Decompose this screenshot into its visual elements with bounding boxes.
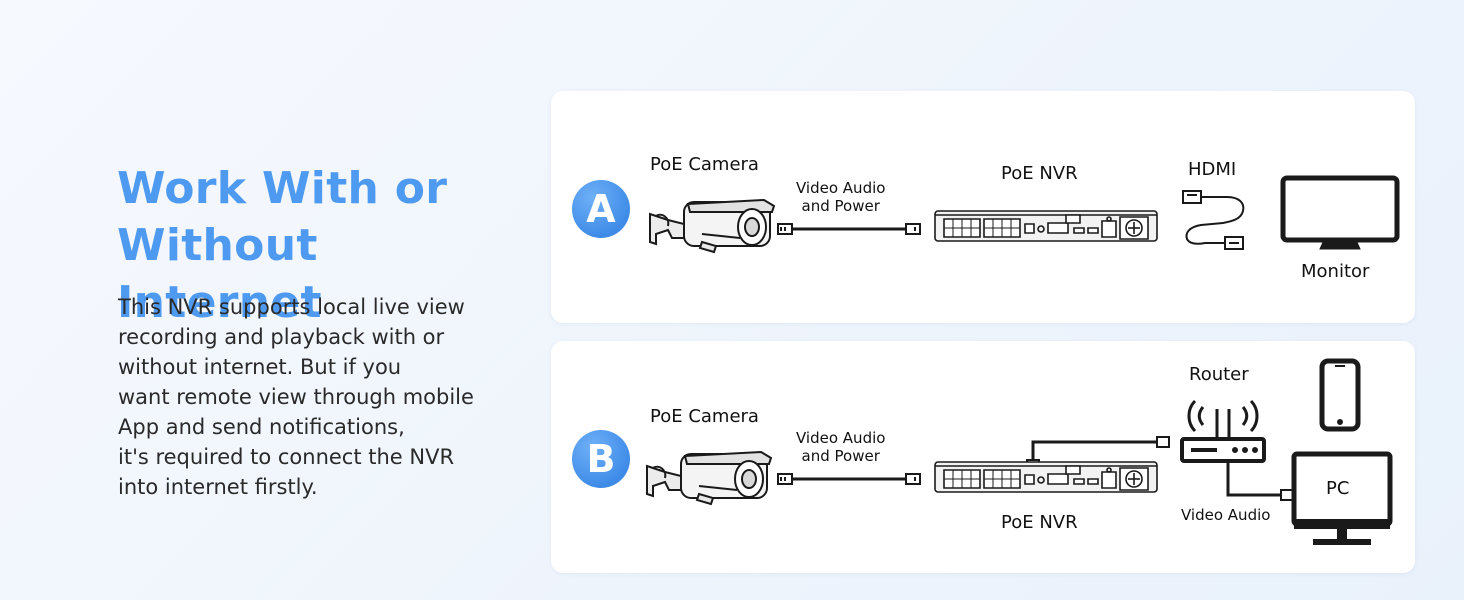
nvr-icon (934, 458, 1158, 494)
headline: Work With or Without Internet (117, 160, 537, 331)
hdmi-cable-icon (1179, 187, 1249, 251)
nvr-label: PoE NVR (1001, 512, 1078, 533)
ethernet-cable-icon (776, 471, 924, 487)
pc-label: PC (1326, 478, 1350, 499)
bullet-camera-icon (641, 446, 776, 508)
nvr-label: PoE NVR (1001, 163, 1078, 184)
description: This NVR supports local live view record… (118, 292, 538, 502)
camera-label: PoE Camera (650, 406, 759, 427)
cable-label-line-2: and Power (801, 197, 880, 215)
cable-label-line-2: and Power (801, 447, 880, 465)
diagram-panel-b: B PoE Camera Video Audio and Power (551, 341, 1415, 573)
headline-line-2: Without Internet (117, 220, 322, 328)
ethernet-cable-icon (1223, 459, 1299, 503)
description-line: App and send notifications, (118, 415, 405, 439)
badge-b: B (572, 430, 630, 488)
ethernet-cable-icon (776, 221, 924, 237)
pc-icon (1291, 451, 1393, 545)
headline-line-1: Work With or (117, 163, 448, 214)
badge-a: A (572, 180, 630, 238)
hdmi-label: HDMI (1188, 159, 1237, 180)
cable-label: Video Audio and Power (796, 429, 885, 465)
cable-label: Video Audio and Power (796, 179, 885, 215)
description-line: into internet firstly. (118, 475, 318, 499)
bullet-camera-icon (644, 194, 779, 256)
description-line: want remote view through mobile (118, 385, 474, 409)
nvr-icon (934, 207, 1158, 243)
diagram-panel-a: A PoE Camera Video Audio and Power PoE N… (551, 91, 1415, 323)
router-icon (1179, 393, 1267, 465)
router-label: Router (1189, 364, 1249, 385)
smartphone-icon (1319, 358, 1361, 432)
description-line: recording and playback with or (118, 325, 445, 349)
monitor-icon (1280, 175, 1400, 251)
camera-label: PoE Camera (650, 154, 759, 175)
description-line: it's required to connect the NVR (118, 445, 455, 469)
cable-label-line-1: Video Audio (796, 429, 886, 447)
pc-cable-label: Video Audio (1181, 506, 1271, 524)
description-line: This NVR supports local live view (118, 295, 465, 319)
description-line: without internet. But if you (118, 355, 402, 379)
cable-label-line-1: Video Audio (796, 179, 886, 197)
monitor-label: Monitor (1301, 261, 1370, 282)
